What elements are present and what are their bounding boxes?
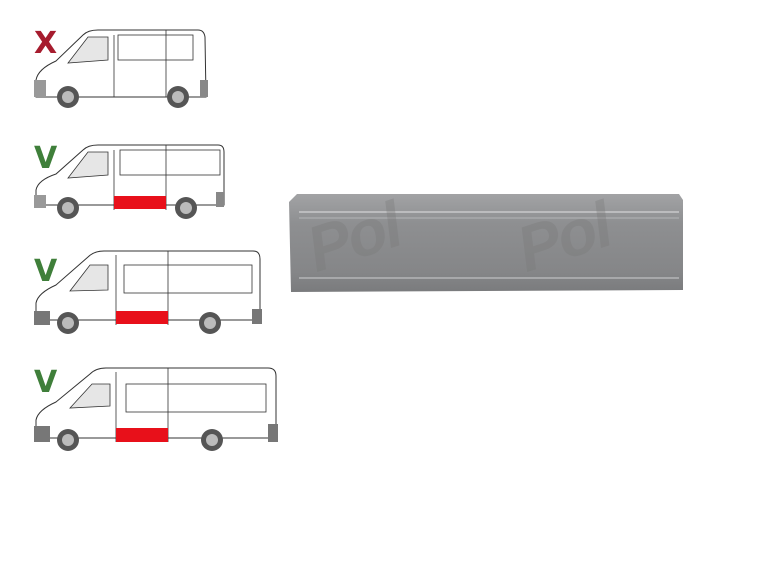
van-silhouette-icon — [34, 144, 225, 219]
van-variant-2: V — [28, 140, 233, 225]
van-silhouette-icon — [34, 250, 262, 334]
van-silhouette-icon — [34, 29, 208, 108]
van-variant-1: X — [28, 25, 233, 110]
highlighted-part — [116, 311, 168, 324]
compatible-mark-icon: V — [34, 365, 58, 400]
van-variant-3: V — [28, 245, 268, 335]
van-silhouette-icon — [34, 367, 278, 451]
repair-panel-image: Pol Pol — [287, 188, 689, 298]
incompatible-mark-icon: X — [34, 26, 58, 61]
compatible-mark-icon: V — [34, 254, 58, 289]
repair-panel-icon — [289, 194, 683, 292]
highlighted-part — [114, 196, 166, 209]
highlighted-part — [116, 428, 168, 442]
van-variant-4: V — [28, 358, 283, 453]
compatible-mark-icon: V — [34, 141, 58, 176]
